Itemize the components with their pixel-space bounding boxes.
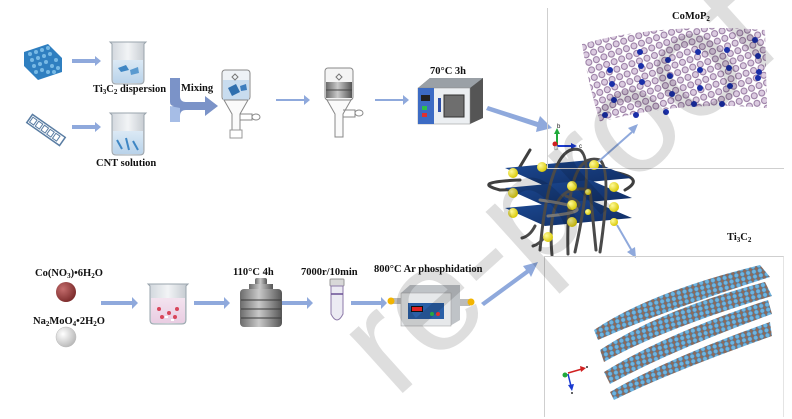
- composite-structure: [487, 147, 635, 257]
- arrow-icon: [351, 297, 387, 309]
- arrow-icon: [276, 297, 313, 309]
- mo-precursor-sphere-icon: [55, 326, 77, 348]
- beaker-cnt-icon: [108, 112, 148, 156]
- co-precursor-label: Co(NO3)•6H2O: [35, 268, 103, 280]
- comop2-panel: [547, 8, 784, 169]
- cnt-tube-icon: [25, 113, 67, 147]
- hydrothermal-condition-label: 110°C 4h: [233, 267, 274, 278]
- ti3c2-dispersion-label: Ti3C2 dispersion: [93, 84, 167, 96]
- ti3c2-sheet: [505, 160, 632, 186]
- arrow-icon: [72, 122, 101, 132]
- axis-triad-bottom-icon: [562, 366, 588, 394]
- arrow-icon: [375, 95, 409, 105]
- autoclave-icon: [240, 278, 282, 327]
- cnt-solution-label: CNT solution: [96, 158, 157, 169]
- ti3c2-block-icon: [24, 44, 62, 80]
- centrifuge-tube-icon: [329, 278, 345, 321]
- arrow-icon: [72, 56, 101, 66]
- axis-triad-top-icon: [552, 128, 577, 151]
- comop2-crystal-structure: [582, 27, 767, 122]
- co-precursor-sphere-icon: [56, 282, 76, 302]
- filtration-funnel-icon: [324, 67, 364, 138]
- beaker-ti3c2-icon: [108, 41, 148, 85]
- mo-precursor-label: Na2MoO4•2H2O: [33, 316, 105, 328]
- ti3c2-sheet: [505, 180, 632, 206]
- axis-c-label: c: [579, 144, 582, 150]
- arrow-icon: [597, 131, 633, 163]
- filtration-funnel-mixed-icon: [221, 69, 261, 139]
- tube-furnace-icon: [387, 285, 475, 327]
- phosphidation-condition-label: 800°C Ar phosphidation: [374, 264, 483, 275]
- arrow-icon: [616, 224, 633, 252]
- arrow-icon: [481, 262, 538, 306]
- ti3c2-label: Ti3C2: [727, 232, 752, 244]
- drying-condition-label: 70°C 3h: [430, 66, 466, 77]
- centrifuge-condition-label: 7000r/10min: [301, 267, 358, 278]
- arrow-icon: [194, 297, 230, 309]
- arrow-icon: [101, 297, 138, 309]
- arrow-icon: [276, 95, 310, 105]
- comop2-label: CoMoP2: [672, 11, 710, 23]
- drying-oven-icon: [417, 78, 483, 125]
- beaker-precursor-icon: [146, 283, 190, 325]
- mixing-pipe-icon: [170, 78, 218, 122]
- mixing-label: Mixing: [181, 83, 214, 94]
- flow-arrows: [72, 56, 409, 132]
- axis-b-label: b: [557, 124, 561, 130]
- arrow-icon: [486, 106, 552, 132]
- ti3c2-crystal-structure: [594, 265, 772, 400]
- ti3c2-panel: [544, 256, 784, 417]
